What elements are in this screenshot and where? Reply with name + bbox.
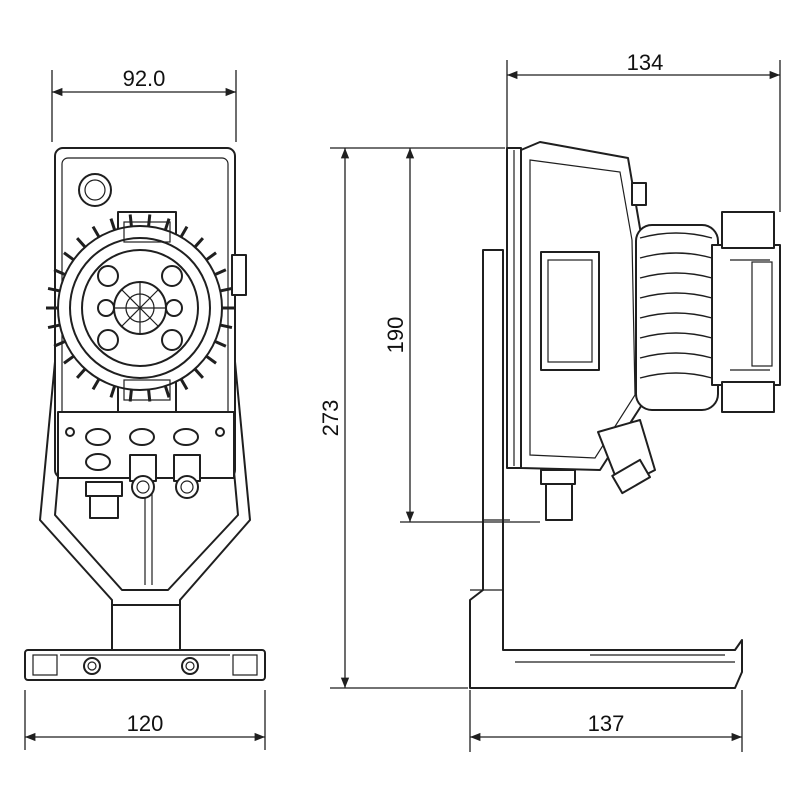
side-cooling-fins [639, 232, 713, 379]
cooling-rib [163, 385, 171, 398]
cooling-rib [205, 354, 217, 365]
body-height-label: 190 [383, 317, 408, 354]
front-pump-head [57, 211, 223, 413]
cooling-fin [639, 372, 713, 379]
cooling-rib [53, 339, 66, 348]
cooling-rib [219, 323, 233, 330]
cooling-rib [214, 268, 227, 277]
cooling-fin [639, 312, 713, 319]
cooling-fin [639, 332, 713, 339]
cooling-rib [163, 218, 171, 231]
cooling-rib [219, 286, 233, 293]
cooling-fin [639, 252, 713, 259]
cooling-rib [179, 378, 189, 391]
cooling-fin [639, 272, 713, 279]
side-stand [469, 249, 743, 689]
side-pump-head [635, 211, 781, 413]
front-cable-glands [85, 454, 201, 519]
cooling-rib [75, 367, 87, 379]
cooling-rib [47, 286, 61, 293]
side-cable-glands [540, 419, 656, 521]
front-base-width-label: 120 [127, 711, 164, 736]
cooling-rib [179, 225, 189, 238]
cooling-rib [47, 323, 61, 330]
cooling-rib [109, 218, 117, 231]
front-width-label: 92.0 [123, 66, 166, 91]
cooling-rib [91, 378, 101, 391]
cooling-rib [63, 251, 75, 262]
cooling-rib [205, 251, 217, 262]
cooling-rib [109, 385, 117, 398]
cooling-rib [128, 389, 133, 402]
cooling-fin [639, 292, 713, 299]
cooling-rib [53, 268, 66, 277]
cooling-rib [147, 214, 152, 227]
cooling-rib [128, 214, 133, 227]
cooling-fin [639, 352, 713, 359]
cooling-rib [214, 339, 227, 348]
front-view [24, 147, 266, 681]
cooling-rib [147, 389, 152, 402]
cooling-rib [193, 237, 205, 249]
cooling-fin [639, 232, 713, 239]
overall-height-label: 273 [318, 400, 343, 437]
cooling-rib [75, 237, 87, 249]
side-depth-label: 134 [627, 50, 664, 75]
cooling-rib [63, 354, 75, 365]
dimension-lines [24, 60, 781, 752]
side-back-plate [506, 147, 522, 469]
front-base-plate [24, 649, 266, 681]
cooling-rib [193, 367, 205, 379]
side-housing [520, 141, 647, 471]
front-cooling-ribs [46, 214, 234, 402]
side-view [469, 141, 781, 689]
side-base-depth-label: 137 [588, 711, 625, 736]
cooling-rib [91, 225, 101, 238]
dimension-labels: 92.0 120 134 137 273 190 [123, 50, 664, 736]
